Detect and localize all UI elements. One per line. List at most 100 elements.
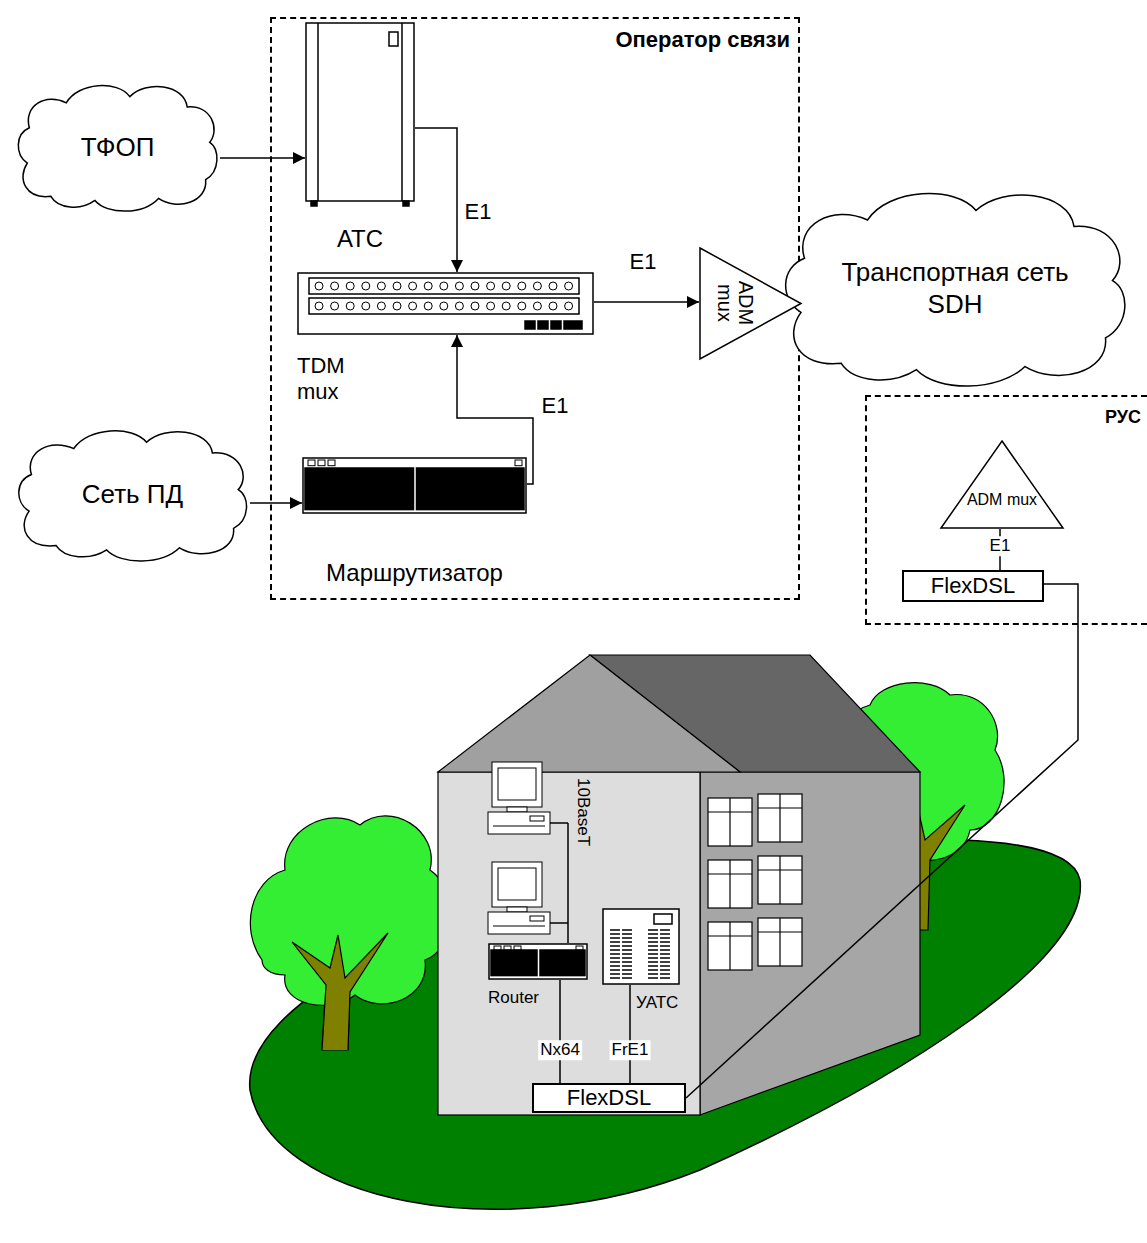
computer: [492, 762, 542, 807]
shape: [786, 193, 1125, 386]
shape: [362, 302, 370, 310]
connector: [415, 128, 457, 272]
tdm-multiplexer: TDM mux: [297, 272, 594, 335]
shape: [622, 953, 632, 955]
window: [708, 798, 752, 846]
window: [708, 860, 752, 908]
shape: [318, 460, 325, 466]
edge-label: E1: [628, 249, 659, 274]
shape: [610, 929, 620, 931]
interface-label: 10BaseT: [573, 778, 593, 846]
shape: [440, 282, 448, 290]
connector: [250, 502, 302, 504]
connector: [686, 584, 1078, 1098]
node-label: Сеть ПД: [82, 479, 183, 510]
shape: [311, 201, 317, 206]
building: [438, 655, 740, 772]
shape: [610, 941, 620, 943]
shape: [315, 282, 323, 290]
pbx-box: УАТС: [602, 908, 680, 985]
node-label: Оператор связи: [615, 27, 790, 53]
label-wrap: TDM mux: [297, 353, 357, 406]
network-cloud: Сеть ПД: [15, 425, 250, 565]
shape: [471, 302, 479, 310]
shape: [393, 282, 401, 290]
shape: [564, 321, 582, 329]
node-label: ТФОП: [81, 132, 155, 163]
shape: [622, 957, 632, 959]
shape: [403, 201, 409, 206]
shape: [491, 950, 537, 976]
shape: [494, 946, 501, 950]
computer: [507, 907, 527, 912]
shape: [610, 973, 620, 975]
shape: [549, 302, 557, 310]
shape: [622, 949, 632, 951]
connector: [594, 301, 699, 303]
operator-region: Оператор связиАТСTDM muxADM muxМаршрутиз…: [270, 17, 800, 600]
lan-wire: [567, 823, 569, 943]
label-wrap: РУС: [1105, 407, 1141, 429]
shape: [610, 969, 620, 971]
shape: [648, 953, 658, 955]
shape: [471, 282, 479, 290]
shape: [533, 302, 541, 310]
tree-left: [250, 816, 450, 1050]
computer: [488, 862, 550, 934]
label-wrap: УАТС: [636, 993, 836, 1013]
window: [779, 794, 780, 842]
rus-region: РУС ADM muxFlexDSL: [865, 395, 1147, 625]
computer: [493, 826, 545, 827]
shape: [331, 282, 339, 290]
tree-left: [292, 933, 388, 1050]
shape: [940, 440, 1064, 529]
shape: [610, 961, 620, 963]
window: [708, 811, 752, 812]
shape: [309, 278, 579, 294]
shape: [648, 929, 658, 931]
shape: [610, 937, 620, 939]
shape: [440, 302, 448, 310]
window: [758, 931, 802, 932]
edge-label: FrE1: [610, 1040, 651, 1060]
shape: [660, 965, 670, 967]
shape: [489, 944, 587, 979]
modem-box: FlexDSL: [532, 1083, 686, 1113]
shape: [362, 282, 370, 290]
shape: [610, 957, 620, 959]
shape: [660, 973, 670, 975]
shape: [648, 945, 658, 947]
shape: [487, 302, 495, 310]
computer: [530, 916, 544, 921]
shape: [549, 282, 557, 290]
shape: [455, 282, 463, 290]
modem-box: FlexDSL: [902, 570, 1044, 602]
shape: [602, 908, 680, 985]
window: [708, 922, 752, 970]
adm-multiplexer: ADM mux: [940, 440, 1064, 529]
shape: [660, 949, 670, 951]
shape: [346, 302, 354, 310]
window: [758, 918, 802, 966]
shape: [308, 460, 315, 466]
shape: [298, 273, 593, 334]
window: [758, 856, 802, 904]
shape: [565, 282, 573, 290]
shape: [417, 468, 525, 510]
window: [708, 873, 752, 874]
shape: [538, 321, 548, 329]
shape: [518, 302, 526, 310]
shape: [622, 961, 632, 963]
shape: [346, 282, 354, 290]
shape: [648, 965, 658, 967]
shape: [700, 248, 801, 359]
shape: [660, 969, 670, 971]
building: [438, 655, 920, 1115]
window: [758, 794, 802, 842]
node-label: FlexDSL: [931, 573, 1015, 599]
label-wrap: Router: [488, 988, 688, 1008]
computer: [492, 862, 542, 907]
label-wrap: Маршрутизатор: [242, 559, 587, 588]
